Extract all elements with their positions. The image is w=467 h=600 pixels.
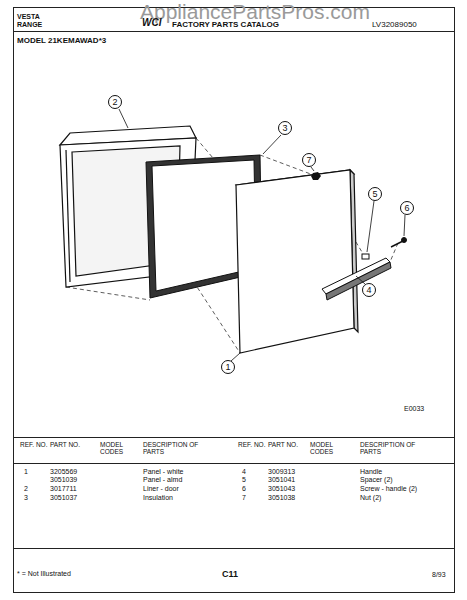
table-cell: 7 — [242, 494, 246, 502]
handle — [322, 258, 391, 300]
callout-circle: 6 — [400, 201, 414, 215]
header-text: C11 — [222, 569, 238, 579]
page-frame — [14, 8, 455, 593]
table-cell: DESCRIPTION OF PARTS — [360, 441, 416, 456]
callout-number: 5 — [372, 190, 377, 199]
callout-number: 6 — [404, 204, 409, 213]
table-cell: MODEL CODES — [100, 441, 134, 456]
table-cell: Panel - white — [143, 468, 183, 476]
table-cell: 3017711 — [50, 485, 77, 493]
table-cell: Spacer (2) — [360, 476, 393, 484]
header-text: WCI — [142, 17, 161, 29]
table-cell: MODEL CODES — [310, 441, 344, 456]
table-cell: PART NO. — [268, 441, 298, 448]
table-cell: DESCRIPTION OF PARTS — [143, 441, 199, 456]
table-cell: Nut (2) — [360, 494, 381, 502]
callout-number: 2 — [112, 98, 117, 107]
callout-number: 3 — [282, 124, 287, 133]
callout-number: 1 — [225, 363, 230, 372]
door-panel — [236, 170, 358, 353]
screw — [391, 238, 407, 248]
header-text: VESTA RANGE — [17, 13, 49, 29]
callout-circle: 1 — [221, 360, 235, 374]
table-cell: 3051041 — [268, 476, 295, 484]
header-text: FACTORY PARTS CATALOG — [172, 20, 279, 29]
table-cell: 3051039 — [50, 476, 77, 484]
table-cell: 3051038 — [268, 494, 295, 502]
table-cell: 5 — [242, 476, 246, 484]
header-text: * = Not Illustrated — [17, 570, 71, 578]
callout-circle: 5 — [368, 187, 382, 201]
table-rules — [14, 438, 454, 549]
table-cell: Panel - almd — [143, 476, 182, 484]
table-cell: PART NO. — [50, 441, 80, 448]
table-cell: REF. NO. — [238, 441, 266, 448]
callout-number: 7 — [306, 156, 311, 165]
header-rule — [14, 31, 454, 32]
header-text: MODEL 21KEMAWAD*3 — [17, 36, 106, 45]
assembly-lines — [66, 138, 398, 353]
table-cell: 3051043 — [268, 485, 295, 493]
header-text: E0033 — [404, 405, 424, 413]
callout-circle: 4 — [362, 283, 376, 297]
header-text: 8/93 — [432, 571, 446, 579]
table-cell: 1 — [24, 468, 28, 476]
spacer — [362, 254, 369, 259]
callout-circle: 7 — [302, 153, 316, 167]
table-cell: 3205569 — [50, 468, 77, 476]
table-cell: Handle — [360, 468, 382, 476]
callout-circle: 2 — [108, 95, 122, 109]
table-cell: 3051037 — [50, 494, 77, 502]
table-cell: Screw - handle (2) — [360, 485, 417, 493]
callout-circle: 3 — [278, 121, 292, 135]
table-cell: 4 — [242, 468, 246, 476]
header-text: LV32089050 — [372, 20, 417, 29]
callout-number: 4 — [366, 286, 371, 295]
table-cell: 3009313 — [268, 468, 295, 476]
table-cell: Insulation — [143, 494, 173, 502]
nut — [311, 172, 321, 180]
table-cell: 6 — [242, 485, 246, 493]
table-cell: Liner - door — [143, 485, 179, 493]
leader-lines — [119, 109, 405, 361]
table-cell: 2 — [24, 485, 28, 493]
table-cell: 3 — [24, 494, 28, 502]
table-cell: REF. NO. — [20, 441, 48, 448]
